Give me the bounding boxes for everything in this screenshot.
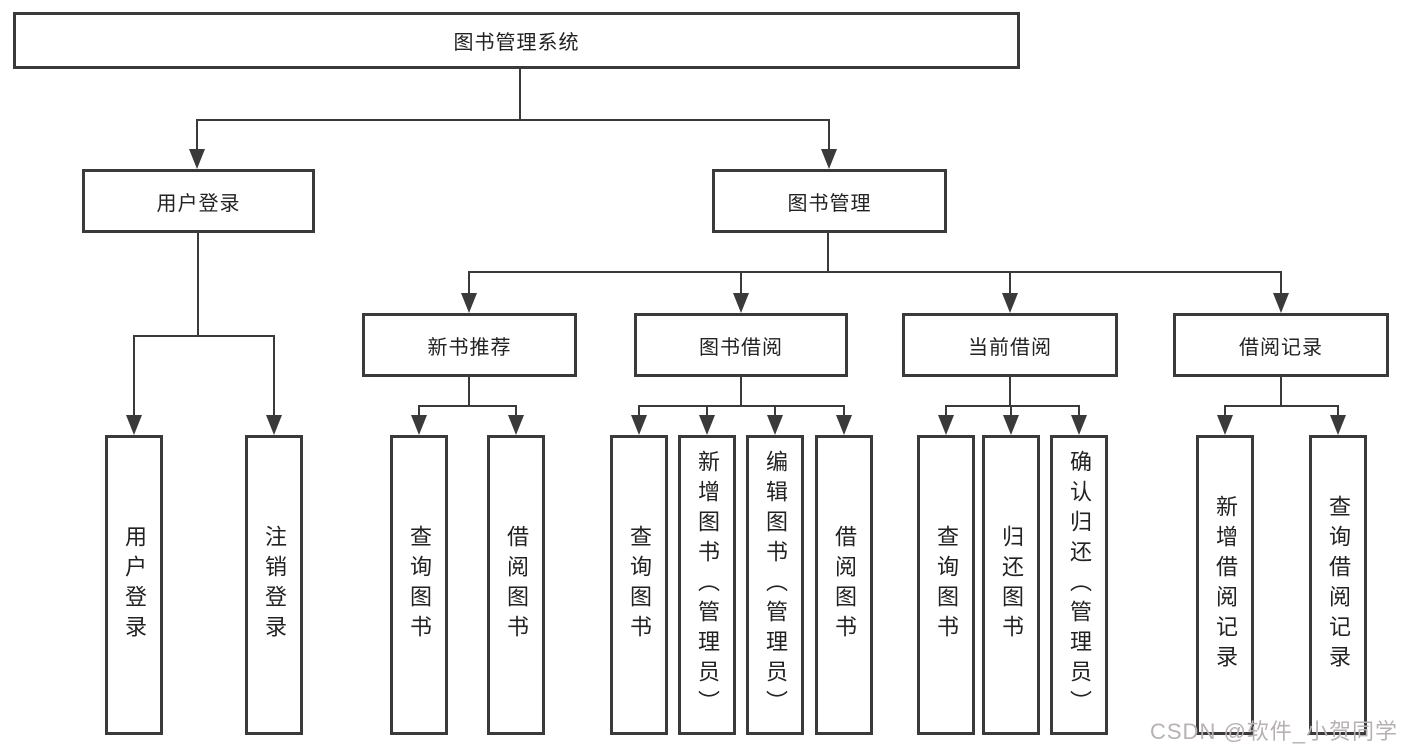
connector-line: [1224, 405, 1226, 419]
connector-arrow-icon: [411, 415, 427, 435]
leaf-label: 确认归还（管理员）: [1067, 450, 1092, 720]
connector-line: [133, 335, 135, 417]
connector-line: [468, 377, 470, 407]
csdn-watermark: CSDN @软件_小贺同学: [1150, 719, 1399, 744]
node-user-login-branch: 用户登录: [82, 169, 315, 233]
connector-line: [418, 405, 517, 407]
connector-line: [945, 405, 947, 419]
leaf-label: 借阅图书: [832, 525, 857, 645]
connector-line: [1009, 271, 1011, 296]
node-new-book-recommendation: 新书推荐: [362, 313, 577, 377]
leaf-label: 归还图书: [999, 525, 1024, 645]
leaf-label: 新增图书（管理员）: [695, 450, 720, 720]
connector-line: [1280, 377, 1282, 407]
connector-line: [196, 119, 198, 152]
leaf-label: 查询图书: [627, 525, 652, 645]
connector-arrow-icon: [1330, 415, 1346, 435]
node-label: 用户登录: [156, 192, 241, 215]
leaf-borrow-books: 借阅图书: [815, 435, 873, 735]
connector-arrow-icon: [821, 149, 837, 169]
connector-line: [706, 405, 708, 419]
connector-line: [196, 119, 830, 121]
node-book-management-branch: 图书管理: [712, 169, 947, 233]
leaf-label: 用户登录: [122, 525, 147, 645]
leaf-label: 编辑图书（管理员）: [763, 450, 788, 720]
connector-line: [1010, 405, 1012, 419]
leaf-user-login: 用户登录: [105, 435, 163, 735]
node-label: 新书推荐: [427, 336, 512, 359]
leaf-confirm-return-admin: 确认归还（管理员）: [1050, 435, 1108, 735]
connector-arrow-icon: [938, 415, 954, 435]
connector-arrow-icon: [1071, 415, 1087, 435]
connector-arrow-icon: [1002, 293, 1018, 313]
node-library-management-system: 图书管理系统: [13, 12, 1020, 69]
connector-line: [1078, 405, 1080, 419]
connector-line: [638, 405, 845, 407]
connector-arrow-icon: [508, 415, 524, 435]
leaf-query-books-borrowing: 查询图书: [610, 435, 668, 735]
connector-line: [418, 405, 420, 419]
connector-line: [468, 271, 470, 296]
node-label: 借阅记录: [1239, 336, 1323, 359]
connector-arrow-icon: [189, 149, 205, 169]
node-book-borrowing: 图书借阅: [634, 313, 848, 377]
connector-line: [638, 405, 640, 419]
leaf-label: 新增借阅记录: [1213, 495, 1238, 675]
leaf-label: 查询借阅记录: [1326, 495, 1351, 675]
leaf-add-books-admin: 新增图书（管理员）: [678, 435, 736, 735]
connector-line: [519, 69, 521, 120]
connector-arrow-icon: [1217, 415, 1233, 435]
connector-arrow-icon: [836, 415, 852, 435]
connector-line: [1009, 377, 1011, 407]
connector-arrow-icon: [1273, 293, 1289, 313]
connector-line: [827, 233, 829, 273]
connector-line: [774, 405, 776, 419]
connector-line: [197, 233, 199, 337]
connector-line: [740, 271, 742, 296]
node-label: 图书管理: [787, 192, 872, 215]
connector-line: [1280, 271, 1282, 296]
leaf-add-borrow-record: 新增借阅记录: [1196, 435, 1254, 735]
connector-arrow-icon: [631, 415, 647, 435]
leaf-query-books-recommend: 查询图书: [390, 435, 448, 735]
connector-line: [468, 271, 1282, 273]
connector-arrow-icon: [699, 415, 715, 435]
connector-arrow-icon: [266, 415, 282, 435]
connector-line: [740, 377, 742, 407]
leaf-edit-books-admin: 编辑图书（管理员）: [746, 435, 804, 735]
leaf-label: 查询图书: [934, 525, 959, 645]
node-borrowing-records: 借阅记录: [1173, 313, 1389, 377]
connector-arrow-icon: [126, 415, 142, 435]
leaf-label: 查询图书: [407, 525, 432, 645]
leaf-query-borrow-record: 查询借阅记录: [1309, 435, 1367, 735]
node-label: 当前借阅: [968, 336, 1052, 359]
connector-line: [945, 405, 1080, 407]
connector-arrow-icon: [767, 415, 783, 435]
connector-arrow-icon: [1003, 415, 1019, 435]
node-label: 图书借阅: [699, 336, 783, 359]
connector-line: [1337, 405, 1339, 419]
leaf-return-books: 归还图书: [982, 435, 1040, 735]
connector-line: [1224, 405, 1338, 407]
leaf-label: 注销登录: [262, 525, 287, 645]
connector-line: [843, 405, 845, 419]
leaf-label: 借阅图书: [504, 525, 529, 645]
connector-arrow-icon: [461, 293, 477, 313]
connector-line: [133, 335, 275, 337]
node-label: 图书管理系统: [453, 32, 580, 54]
leaf-logout: 注销登录: [245, 435, 303, 735]
connector-line: [273, 335, 275, 417]
connector-line: [515, 405, 517, 419]
connector-line: [828, 119, 830, 152]
leaf-borrow-books-recommend: 借阅图书: [487, 435, 545, 735]
node-current-borrowing: 当前借阅: [902, 313, 1118, 377]
connector-arrow-icon: [733, 293, 749, 313]
leaf-query-books-current: 查询图书: [917, 435, 975, 735]
